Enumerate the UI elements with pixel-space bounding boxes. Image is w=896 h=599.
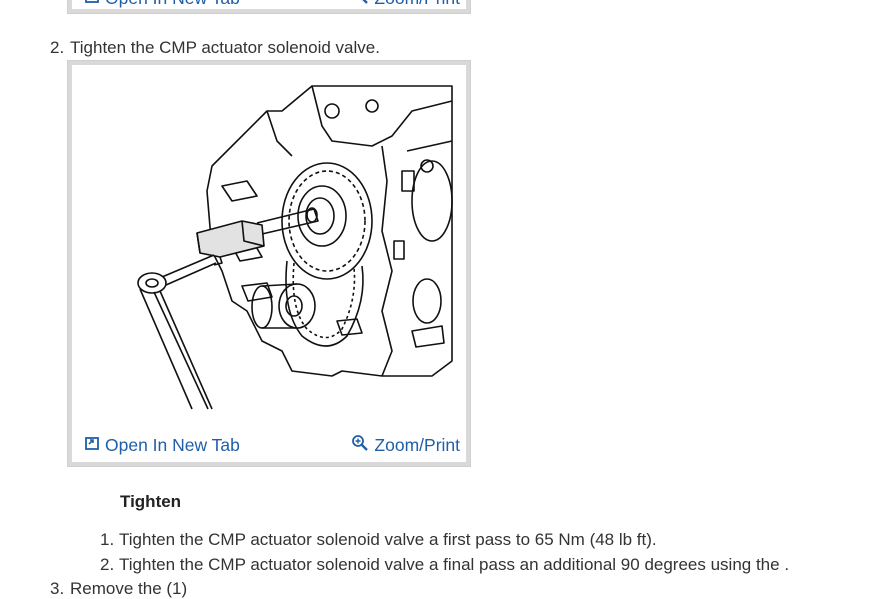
zoom-icon <box>351 434 374 457</box>
open-in-new-tab-label: Open In New Tab <box>105 434 240 455</box>
tighten-item-2: 2.Tighten the CMP actuator solenoid valv… <box>100 555 789 575</box>
figure-toolbar: Open In New Tab Zoom/Print <box>72 428 466 462</box>
item-number: 2. <box>100 555 115 574</box>
open-in-new-tab-link-previous[interactable]: Open In New Tab <box>84 0 240 9</box>
open-in-new-tab-icon <box>84 0 105 9</box>
item-text: Tighten the CMP actuator solenoid valve … <box>119 530 657 549</box>
zoom-icon <box>351 0 374 10</box>
step-3: 3. Remove the (1) <box>50 579 187 599</box>
step-number: 3. <box>50 579 65 598</box>
step-text: Remove the (1) <box>70 579 188 598</box>
figure-previous-toolbar: Open In New Tab Zoom/Print <box>72 0 466 15</box>
figure-previous: Open In New Tab Zoom/Print <box>67 0 471 14</box>
step-text: Tighten the CMP actuator solenoid valve. <box>70 38 380 57</box>
open-in-new-tab-link[interactable]: Open In New Tab <box>84 435 240 456</box>
open-in-new-tab-icon <box>84 435 105 456</box>
figure-cmp-solenoid: Open In New Tab Zoom/Print <box>67 60 471 467</box>
tighten-heading: Tighten <box>120 492 182 511</box>
zoom-print-link[interactable]: Zoom/Print <box>351 434 460 457</box>
item-text: Tighten the CMP actuator solenoid valve … <box>119 555 790 574</box>
figure-previous-frame: Open In New Tab Zoom/Print <box>72 0 466 9</box>
zoom-print-label: Zoom/Print <box>374 0 460 9</box>
item-number: 1. <box>100 530 115 549</box>
engine-drawing <box>137 85 453 410</box>
zoom-print-link-previous[interactable]: Zoom/Print <box>351 0 460 10</box>
step-number: 2. <box>50 38 65 57</box>
step-2: 2. Tighten the CMP actuator solenoid valv… <box>50 38 380 58</box>
tighten-item-1: 1.Tighten the CMP actuator solenoid valv… <box>100 530 657 550</box>
open-in-new-tab-label: Open In New Tab <box>105 0 240 9</box>
figure-frame: Open In New Tab Zoom/Print <box>72 65 466 462</box>
zoom-print-label: Zoom/Print <box>374 434 460 455</box>
